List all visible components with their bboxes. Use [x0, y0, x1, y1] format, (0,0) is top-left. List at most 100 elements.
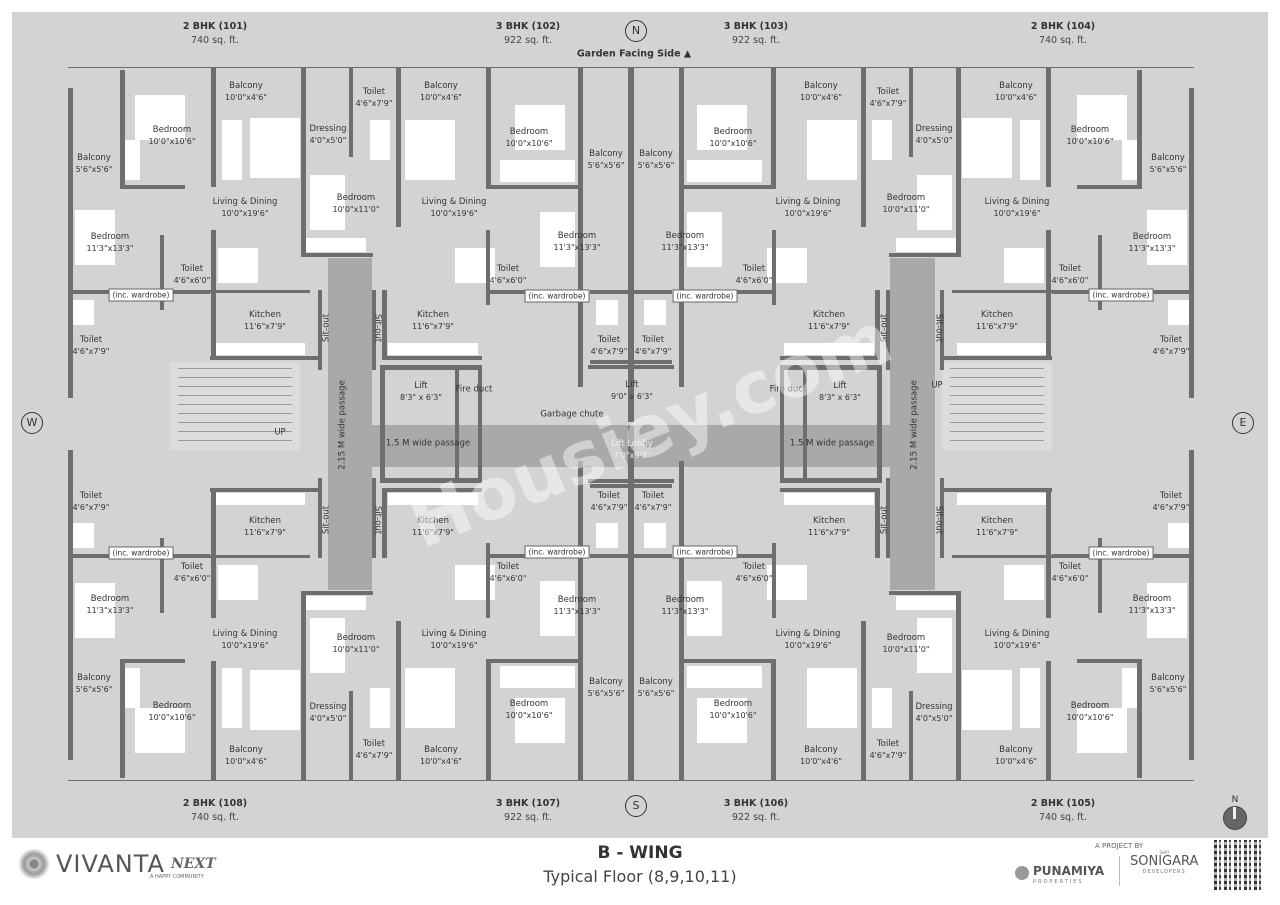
wall — [211, 661, 216, 781]
wall — [211, 488, 216, 618]
room-size: 4'6"x7'9" — [1152, 503, 1190, 512]
room-name: Sit-out — [879, 505, 890, 535]
room-name: Toilet — [876, 87, 900, 97]
room-name: (inc. wardrobe) — [528, 547, 586, 557]
room-size: 4'6"x6'0" — [173, 276, 211, 285]
room-name: Balcony — [77, 153, 111, 163]
room-size: 9'0" x 6'3" — [611, 392, 653, 401]
room-name: 1.5 M wide passage — [789, 438, 875, 449]
furniture — [957, 493, 1047, 505]
room-name: 2.15 M wide passage — [909, 380, 920, 470]
furniture — [310, 175, 345, 230]
furniture — [125, 140, 140, 180]
room-size: 10'0"x4'6" — [420, 757, 462, 766]
unit-area: 922 sq. ft. — [731, 35, 781, 46]
room-name: Bedroom — [1132, 232, 1172, 242]
room-size: 5'6"x5'6" — [75, 165, 113, 174]
room-size: 10'0"x4'6" — [420, 93, 462, 102]
room-label: 1.5 M wide passage — [386, 439, 470, 450]
room-name: Toilet — [597, 491, 621, 501]
wall — [681, 659, 776, 663]
wall — [1137, 660, 1142, 778]
unit-area: 740 sq. ft. — [1038, 812, 1088, 823]
stair-step — [178, 431, 292, 432]
room-label: (inc. wardrobe) — [672, 545, 738, 559]
room-name: Bedroom — [557, 231, 597, 241]
wall — [382, 356, 482, 360]
room-name: Bedroom — [509, 699, 549, 709]
furniture — [135, 95, 185, 140]
room-name: Bedroom — [336, 193, 376, 203]
wall — [372, 478, 376, 558]
room-size: 10'0"x11'0" — [332, 205, 380, 214]
room-size: 4'6"x6'0" — [735, 276, 773, 285]
furniture — [388, 493, 478, 505]
room-name: Lift — [414, 381, 428, 391]
room-size: 10'0"x4'6" — [225, 757, 267, 766]
room-label: Fire duct — [770, 385, 807, 396]
floor-plan — [68, 67, 1194, 781]
wall — [211, 67, 216, 187]
room-name: Sit-out — [321, 505, 332, 535]
room-name: Kitchen — [249, 516, 281, 526]
furniture — [1020, 120, 1040, 180]
wall — [1137, 70, 1142, 188]
project-by-label: A PROJECT BY — [1095, 842, 1144, 850]
unit-type: 2 BHK (108) — [182, 798, 248, 809]
room-name: Sit-out — [933, 313, 944, 343]
room-size: 4'6"x7'9" — [590, 347, 628, 356]
wall — [486, 67, 491, 187]
furniture — [250, 670, 300, 730]
wall — [861, 621, 866, 781]
room-name: Balcony — [999, 745, 1033, 755]
wall — [782, 478, 882, 483]
wall — [160, 538, 164, 613]
room-name: Bedroom — [665, 231, 705, 241]
north-arrow-label: N — [1231, 795, 1239, 805]
room-name: Sit-out — [933, 505, 944, 535]
room-size: 5'6"x5'6" — [587, 689, 625, 698]
room-name: Toilet — [180, 562, 204, 572]
wall — [301, 591, 306, 781]
furniture — [872, 120, 892, 160]
qr-code[interactable] — [1214, 840, 1264, 890]
room-size: 5'6"x5'6" — [1149, 165, 1187, 174]
room-name: Sit-out — [321, 313, 332, 343]
wall — [455, 365, 459, 425]
room-size: 11'3"x13'3" — [1128, 606, 1176, 615]
room-name: Bedroom — [886, 193, 926, 203]
room-size: 10'0"x10'6" — [148, 137, 196, 146]
stair-step — [950, 377, 1044, 378]
wall — [68, 780, 630, 781]
staircase — [942, 362, 1052, 450]
unit-type: 3 BHK (102) — [495, 21, 561, 32]
furniture — [405, 668, 455, 728]
room-size: 10'0"x10'6" — [505, 711, 553, 720]
room-size: 4'6"x7'9" — [1152, 347, 1190, 356]
stair-step — [178, 422, 292, 423]
furniture — [687, 160, 762, 182]
room-size: 5'6"x5'6" — [637, 689, 675, 698]
room-label: Bedroom 10'0"x11'0" — [332, 193, 379, 215]
furniture — [687, 666, 762, 688]
furniture — [215, 493, 305, 505]
stair-step — [950, 431, 1044, 432]
room-label: Sit-out — [372, 314, 383, 342]
stair-step — [950, 386, 1044, 387]
room-size: 4'6"x6'0" — [173, 574, 211, 583]
